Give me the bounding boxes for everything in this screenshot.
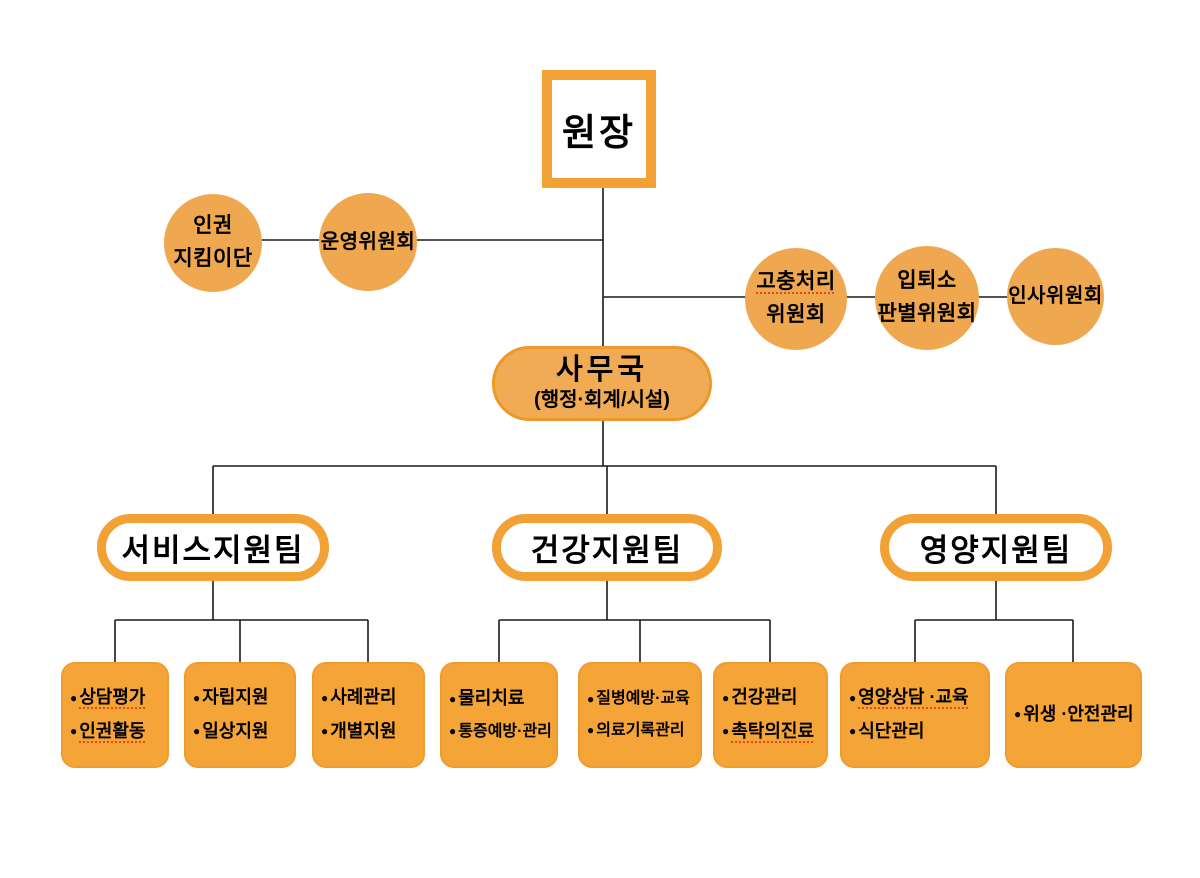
node-office: 사무국 (행정·회계/시설) (492, 346, 712, 421)
duty-item: 일상지원 (202, 721, 269, 741)
bullet-icon: ● (849, 690, 857, 705)
office-subtitle: (행정·회계/시설) (534, 389, 670, 412)
node-label-line: 인사위원회 (1008, 285, 1103, 307)
duty-box-disease-prevention: ●질병예방·교육 ●의료기록관리 (578, 662, 702, 768)
node-steering-committee: 운영위원회 (319, 193, 417, 291)
bullet-icon: ● (321, 724, 329, 739)
bullet-icon: ● (70, 724, 78, 739)
node-label-line: 지킴이단 (173, 247, 253, 270)
node-admission-discharge-committee: 입퇴소 판별위원회 (875, 246, 979, 350)
bullet-icon: ● (321, 690, 329, 705)
node-label-line: 판별위원회 (877, 302, 977, 325)
duty-item: 위생 ·안전관리 (1023, 704, 1134, 725)
duty-box-counsel-eval: ●상담평가 ●인권활동 (61, 662, 169, 768)
bullet-icon: ● (722, 724, 730, 739)
duty-box-independence-support: ●자립지원 ●일상지원 (184, 662, 296, 768)
duty-item: 건강관리 (731, 687, 798, 708)
duty-box-hygiene-safety: ●위생 ·안전관리 (1005, 662, 1142, 768)
team-label: 영양지원팀 (919, 533, 1073, 568)
duty-item: 물리치료 (458, 688, 525, 709)
bullet-icon: ● (193, 690, 201, 705)
team-label: 서비스지원팀 (121, 533, 305, 568)
duty-box-nutrition-counsel: ●영양상담 ·교육 ●식단관리 (840, 662, 990, 768)
duty-item: 상담평가 (79, 687, 146, 708)
bullet-icon: ● (1014, 707, 1022, 722)
bullet-icon: ● (449, 691, 457, 706)
node-personnel-committee: 인사위원회 (1007, 248, 1104, 345)
team-label: 건강지원팀 (530, 533, 684, 568)
duty-item: 영양상담 ·교육 (858, 687, 969, 708)
node-team-service-support: 서비스지원팀 (97, 514, 329, 581)
node-label-line: 인권 (193, 214, 233, 238)
bullet-icon: ● (193, 724, 201, 739)
duty-item: 식단관리 (858, 721, 925, 741)
duty-box-health-management: ●건강관리 ●촉탁의진료 (713, 662, 828, 768)
bullet-icon: ● (587, 691, 595, 706)
duty-item: 사례관리 (330, 687, 397, 708)
node-team-nutrition-support: 영양지원팀 (880, 514, 1112, 581)
node-director: 원장 (542, 70, 656, 188)
node-label-line: 운영위원회 (320, 230, 416, 253)
office-title: 사무국 (555, 353, 649, 386)
bullet-icon: ● (849, 724, 857, 739)
duty-box-case-management: ●사례관리 ●개별지원 (312, 662, 425, 768)
bullet-icon: ● (722, 690, 730, 705)
duty-item: 자립지원 (202, 687, 269, 708)
node-label-line: 고충처리 (756, 270, 836, 294)
duty-item: 촉탁의진료 (731, 721, 815, 741)
bullet-icon: ● (587, 723, 595, 738)
duty-item: 통증예방·관리 (458, 723, 552, 741)
bullet-icon: ● (449, 724, 457, 739)
duty-item: 인권활동 (79, 721, 146, 741)
duty-item: 질병예방·교육 (596, 690, 690, 708)
node-human-rights-keepers: 인권 지킴이단 (164, 194, 262, 292)
node-grievance-committee: 고충처리 위원회 (745, 248, 847, 350)
duty-box-physical-therapy: ●물리치료 ●통증예방·관리 (440, 662, 558, 768)
director-label: 원장 (561, 112, 637, 153)
node-team-health-support: 건강지원팀 (492, 514, 722, 581)
bullet-icon: ● (70, 690, 78, 705)
duty-item: 의료기록관리 (596, 722, 685, 739)
node-label-line: 위원회 (766, 303, 826, 326)
node-label-line: 입퇴소 (897, 269, 957, 293)
duty-item: 개별지원 (330, 721, 397, 741)
